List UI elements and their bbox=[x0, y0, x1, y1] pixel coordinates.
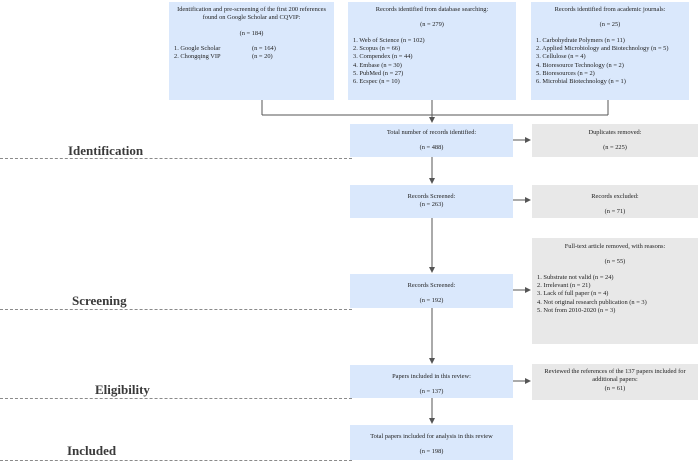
side-fulltext-reason: 1. Substrate not valid (n = 24) bbox=[537, 273, 614, 281]
flow-screened-1-count: (n = 263) bbox=[419, 201, 444, 209]
side-excluded-count: (n = 71) bbox=[604, 208, 626, 216]
source-databases-item: 4. Embase (n = 30) bbox=[353, 61, 402, 69]
source-box-databases: Records identified from database searchi… bbox=[348, 2, 516, 100]
stage-divider-screening bbox=[0, 309, 352, 310]
source-databases-item: 1. Web of Science (n = 102) bbox=[353, 36, 425, 44]
source-databases-item: 3. Compendex (n = 44) bbox=[353, 53, 413, 61]
flow-screened-1-label: Records Screened: bbox=[407, 193, 456, 200]
side-fulltext-reason: 5. Not from 2010-2020 (n = 3) bbox=[537, 306, 616, 314]
side-box-references: Reviewed the references of the 137 paper… bbox=[532, 364, 698, 400]
stage-divider-eligibility bbox=[0, 398, 352, 399]
stage-divider-included bbox=[0, 460, 352, 461]
side-fulltext-reason: 4. Not original research publication (n … bbox=[537, 298, 647, 306]
source-journals-item: 4. Bioresource Technology (n = 2) bbox=[536, 61, 624, 69]
source-scholar-title: Identification and pre-screening of the … bbox=[177, 6, 326, 22]
flow-screened-2-count: (n = 192) bbox=[419, 297, 444, 305]
source-journals-count: (n = 25) bbox=[599, 21, 621, 29]
side-excluded-label: Records excluded: bbox=[591, 193, 639, 200]
flow-box-total: Total number of records identified: (n =… bbox=[350, 124, 513, 157]
source-databases-item: 5. PubMed (n = 27) bbox=[353, 69, 404, 77]
source-box-scholar: Identification and pre-screening of the … bbox=[169, 2, 334, 100]
side-duplicates-label: Duplicates removed: bbox=[588, 129, 642, 136]
side-references-label: Reviewed the references of the 137 paper… bbox=[544, 368, 686, 384]
flow-total-label: Total number of records identified: bbox=[386, 129, 477, 136]
side-fulltext-reason: 2. Irrelevant (n = 21) bbox=[537, 281, 591, 289]
stage-label-included: Included bbox=[67, 443, 117, 458]
flow-box-final: Total papers included for analysis in th… bbox=[350, 425, 513, 460]
source-journals-item: 5. Bioresources (n = 2) bbox=[536, 69, 595, 77]
side-references-count: (n = 61) bbox=[604, 384, 626, 392]
flow-final-count: (n = 198) bbox=[419, 448, 444, 456]
flow-box-screened-1: Records Screened: (n = 263) bbox=[350, 185, 513, 218]
stage-label-identification: Identification bbox=[68, 143, 144, 158]
source-journals-title: Records identified from academic journal… bbox=[554, 6, 666, 13]
flow-included-label: Papers included in this review: bbox=[392, 373, 471, 380]
side-fulltext-reason: 3. Lack of full paper (n = 4) bbox=[537, 290, 609, 298]
flow-box-screened-2: Records Screened: (n = 192) bbox=[350, 274, 513, 308]
source-journals-item: 6. Microbial Biotechnology (n = 1) bbox=[536, 78, 626, 86]
source-databases-item: 6. Ecspec (n = 10) bbox=[353, 78, 400, 86]
source-scholar-count: (n = 184) bbox=[239, 29, 264, 37]
source-journals-item: 1. Carbohydrate Polymers (n = 11) bbox=[536, 36, 625, 44]
stage-label-screening: Screening bbox=[72, 293, 127, 308]
stage-label-eligibility: Eligibility bbox=[95, 382, 150, 397]
stage-divider-identification bbox=[0, 158, 352, 159]
source-databases-count: (n = 279) bbox=[420, 21, 444, 29]
source-databases-title: Records identified from database searchi… bbox=[375, 6, 489, 13]
source-scholar-item: 1. Google Scholar (n = 164) bbox=[174, 44, 276, 52]
flow-final-label: Total papers included for analysis in th… bbox=[370, 433, 493, 440]
side-fulltext-label: Full-text article removed, with reasons: bbox=[564, 243, 666, 250]
flow-box-included: Papers included in this review: (n = 137… bbox=[350, 365, 513, 398]
source-scholar-item: 2. Chongqing VIP (n = 20) bbox=[174, 53, 273, 61]
side-box-excluded: Records excluded: (n = 71) bbox=[532, 185, 698, 218]
side-duplicates-count: (n = 225) bbox=[603, 144, 627, 152]
flow-total-count: (n = 488) bbox=[419, 144, 444, 152]
side-box-duplicates: Duplicates removed: (n = 225) bbox=[532, 124, 698, 157]
flow-screened-2-label: Records Screened: bbox=[407, 282, 456, 289]
source-box-journals: Records identified from academic journal… bbox=[531, 2, 689, 100]
source-journals-item: 3. Cellulose (n = 4) bbox=[536, 53, 586, 61]
flow-included-count: (n = 137) bbox=[419, 388, 444, 396]
side-fulltext-count: (n = 55) bbox=[604, 258, 626, 266]
source-databases-item: 2. Scopus (n = 66) bbox=[353, 44, 401, 52]
source-journals-item: 2. Applied Microbiology and Biotechnolog… bbox=[536, 44, 669, 52]
side-box-fulltext-removed: Full-text article removed, with reasons:… bbox=[532, 238, 698, 344]
